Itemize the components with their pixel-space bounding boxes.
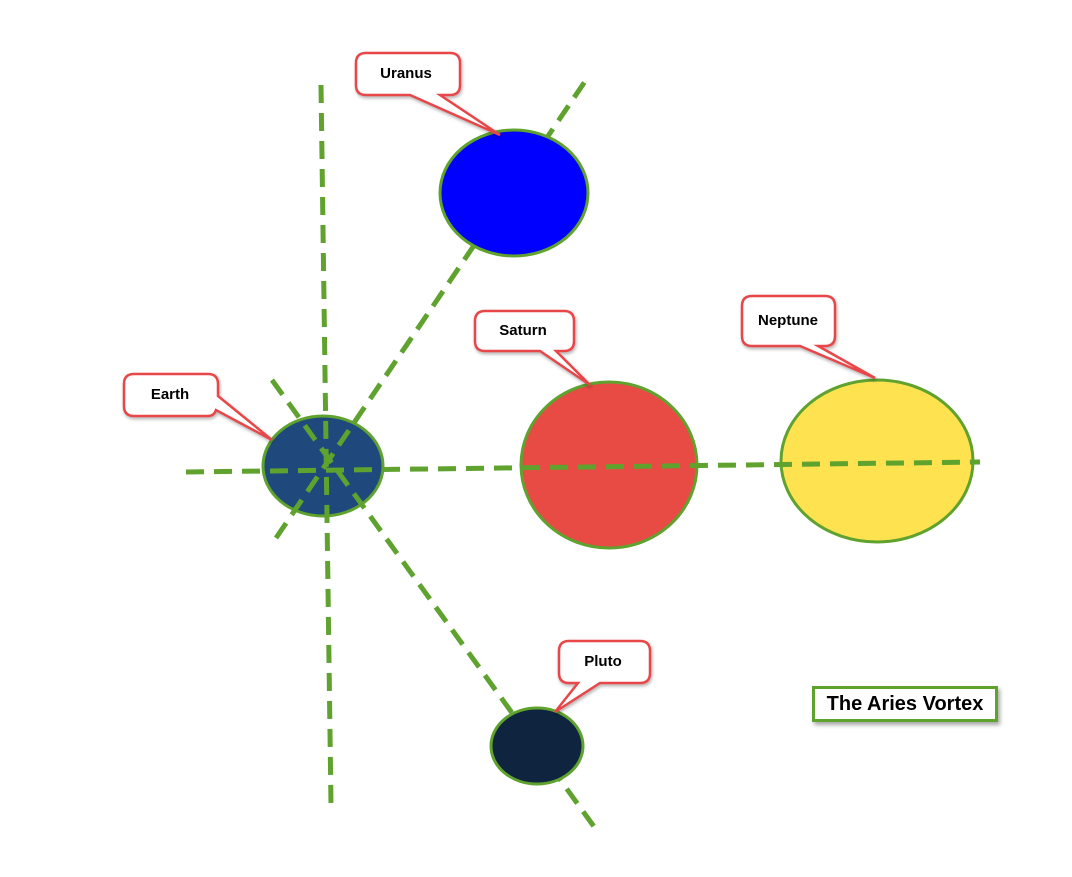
label-earth: Earth	[151, 386, 189, 403]
callout-pluto: Pluto	[554, 639, 652, 714]
label-saturn: Saturn	[499, 322, 547, 339]
callout-uranus: Uranus	[354, 51, 501, 137]
diagram-title: The Aries Vortex	[812, 686, 998, 722]
callout-saturn: Saturn	[473, 309, 591, 387]
label-neptune: Neptune	[758, 312, 818, 329]
callout-earth: Earth	[122, 372, 273, 442]
label-pluto: Pluto	[584, 653, 622, 670]
planet-uranus	[438, 128, 590, 258]
horizontal-axis-line	[185, 459, 981, 475]
label-uranus: Uranus	[380, 65, 432, 82]
planet-pluto	[489, 706, 585, 786]
vertical-axis-line	[318, 84, 334, 806]
callout-neptune: Neptune	[740, 294, 876, 380]
